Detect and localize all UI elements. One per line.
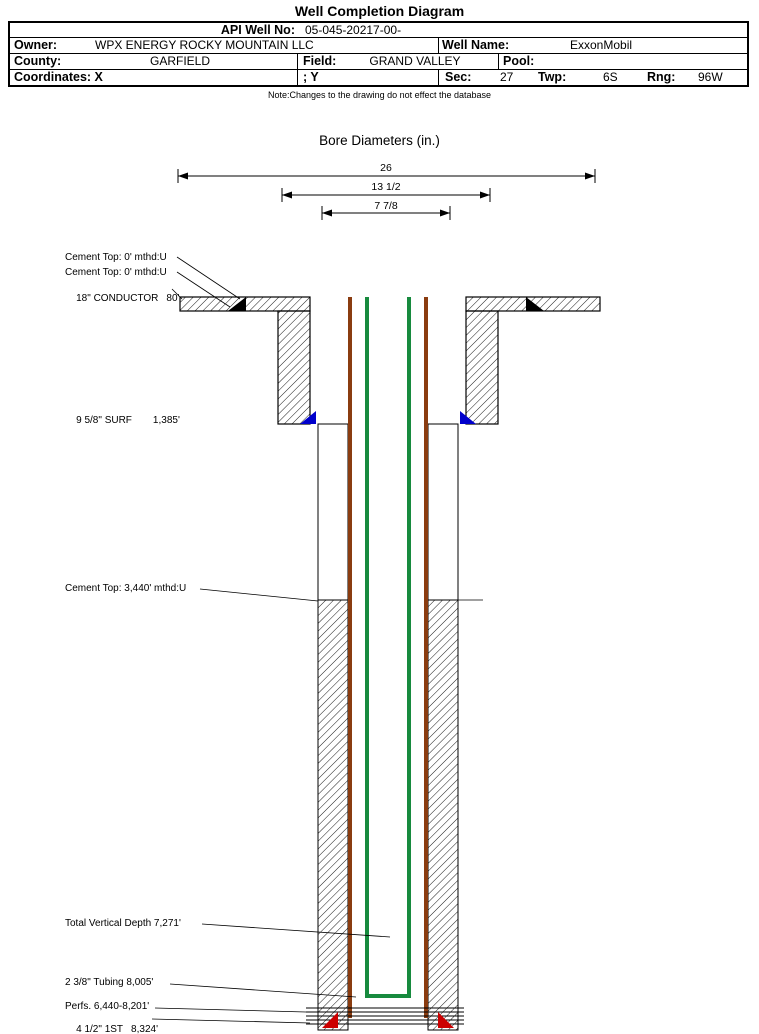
row-divider	[10, 69, 747, 70]
cement-top-0-label-1: Cement Top: 0' mthd:U	[65, 252, 167, 263]
sec-label: Sec:	[445, 70, 472, 84]
production-casing-name: 4 1/2" 1ST	[76, 1024, 124, 1034]
surface-cement-right	[465, 310, 499, 425]
twp-value: 6S	[603, 70, 618, 84]
field-label: Field:	[303, 54, 337, 68]
owner-label: Owner:	[14, 38, 58, 52]
county-value: GARFIELD	[149, 54, 210, 68]
production-cement-right	[427, 599, 459, 1031]
field-value: GRAND VALLEY	[369, 54, 461, 68]
dimension-lines	[177, 169, 596, 220]
api-label: API Well No:	[220, 23, 295, 37]
rng-value: 96W	[698, 70, 723, 84]
tubing-label: 2 3/8" Tubing 8,005'	[65, 977, 154, 988]
row-divider	[10, 53, 747, 54]
cement-top-markers	[228, 297, 544, 311]
leader-casing-1st	[151, 1018, 311, 1024]
api-value: 05-045-20217-00-	[305, 23, 402, 37]
cement-top-marker-right	[526, 297, 544, 311]
page-title: Well Completion Diagram	[294, 3, 465, 19]
bore-dim-26: 26	[380, 162, 392, 174]
table-row-county: County: GARFIELD Field: GRAND VALLEY Poo…	[10, 54, 747, 69]
tvd-label: Total Vertical Depth 7,271'	[65, 918, 181, 929]
bore-dim-7-7-8: 7 7/8	[374, 200, 398, 212]
county-label: County:	[14, 54, 62, 68]
well-info-table: API Well No: 05-045-20217-00- Owner: WPX…	[8, 21, 749, 87]
sec-value: 27	[500, 70, 514, 84]
column-divider	[498, 53, 499, 69]
surface-depth: 1,385'	[152, 415, 180, 426]
conductor-label: 18" CONDUCTOR 80'	[65, 282, 179, 315]
leader-tvd	[201, 923, 391, 938]
table-row-owner: Owner: WPX ENERGY ROCKY MOUNTAIN LLC Wel…	[10, 38, 747, 53]
leader-cement-top-c	[199, 588, 319, 602]
column-divider	[438, 37, 439, 53]
production-shoe-right	[438, 1012, 454, 1028]
conductor-name: 18" CONDUCTOR	[76, 293, 159, 304]
production-casing-label: 4 1/2" 1ST 8,324'	[65, 1013, 158, 1034]
tubing-string	[365, 297, 411, 998]
leader-conductor	[171, 288, 183, 300]
cement-top-0-label-2: Cement Top: 0' mthd:U	[65, 267, 167, 278]
leader-tubing	[169, 983, 357, 998]
database-note: Note:Changes to the drawing do not effec…	[268, 90, 491, 100]
production-casing-string	[348, 297, 428, 1018]
cement-sections	[179, 296, 601, 1031]
surface-cement-left	[277, 310, 311, 425]
owner-value: WPX ENERGY ROCKY MOUNTAIN LLC	[95, 38, 314, 52]
production-cement-left	[317, 599, 349, 1031]
leader-perfs	[154, 1007, 307, 1013]
surface-name: 9 5/8" SURF	[76, 415, 132, 426]
bore-diameters-title: Bore Diameters (in.)	[319, 133, 440, 148]
twp-label: Twp:	[538, 70, 567, 84]
leader-cement-top-b	[176, 271, 231, 308]
table-row-coordinates: Coordinates: X ; Y Sec: 27 Twp: 6S Rng: …	[10, 70, 747, 85]
surface-shoe-right	[460, 411, 476, 424]
conductor-depth: 80'	[166, 293, 180, 304]
column-divider	[297, 53, 298, 85]
bore-dim-13-1-2: 13 1/2	[371, 181, 401, 193]
coordinates-label: Coordinates: X	[14, 70, 103, 84]
well-name-label: Well Name:	[442, 38, 510, 52]
surface-casing-label: 9 5/8" SURF 1,385'	[65, 404, 180, 437]
pool-label: Pool:	[503, 54, 535, 68]
production-casing-depth: 8,324'	[131, 1024, 158, 1034]
rng-label: Rng:	[647, 70, 676, 84]
dimension-arrowheads	[178, 172, 595, 217]
column-divider	[438, 69, 439, 85]
production-shoe-left	[322, 1012, 338, 1028]
well-name-value: ExxonMobil	[570, 38, 633, 52]
leader-cement-top-a	[176, 256, 241, 300]
cement-top-marker-left	[228, 297, 246, 311]
row-divider	[10, 37, 747, 38]
table-row-api: API Well No: 05-045-20217-00-	[10, 23, 747, 37]
perfs-label: Perfs. 6,440-8,201'	[65, 1001, 150, 1012]
coordinates-y-label: ; Y	[303, 70, 319, 84]
leader-lines	[151, 256, 483, 1024]
cement-top-3440-label: Cement Top: 3,440' mthd:U	[65, 583, 187, 594]
surface-shoe-left	[300, 411, 316, 424]
